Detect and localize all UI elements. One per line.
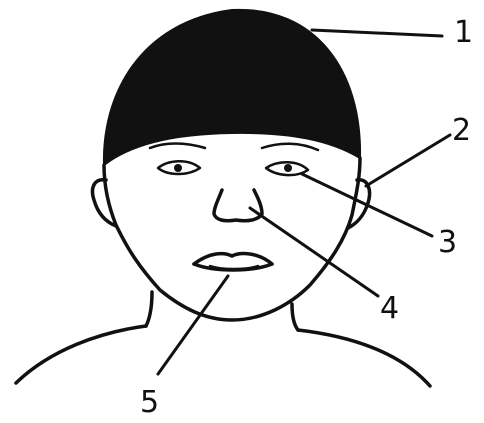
leader-line-1 xyxy=(312,30,442,36)
nose xyxy=(214,190,262,221)
neck-left xyxy=(146,292,152,326)
callout-label-1: 1 xyxy=(454,15,473,50)
mouth xyxy=(194,254,272,270)
right-shoulder xyxy=(298,330,430,386)
right-eyebrow xyxy=(262,144,318,150)
callout-label-3: 3 xyxy=(438,225,457,260)
leader-line-2 xyxy=(366,135,450,186)
callout-label-4: 4 xyxy=(380,291,399,326)
left-shoulder xyxy=(16,326,146,383)
left-eye xyxy=(158,161,200,174)
leader-line-5 xyxy=(158,276,228,374)
callout-label-2: 2 xyxy=(452,113,471,148)
callout-label-5: 5 xyxy=(140,385,159,420)
left-eyebrow xyxy=(150,144,205,149)
hair-cap xyxy=(104,10,360,165)
neck-right xyxy=(292,304,298,330)
